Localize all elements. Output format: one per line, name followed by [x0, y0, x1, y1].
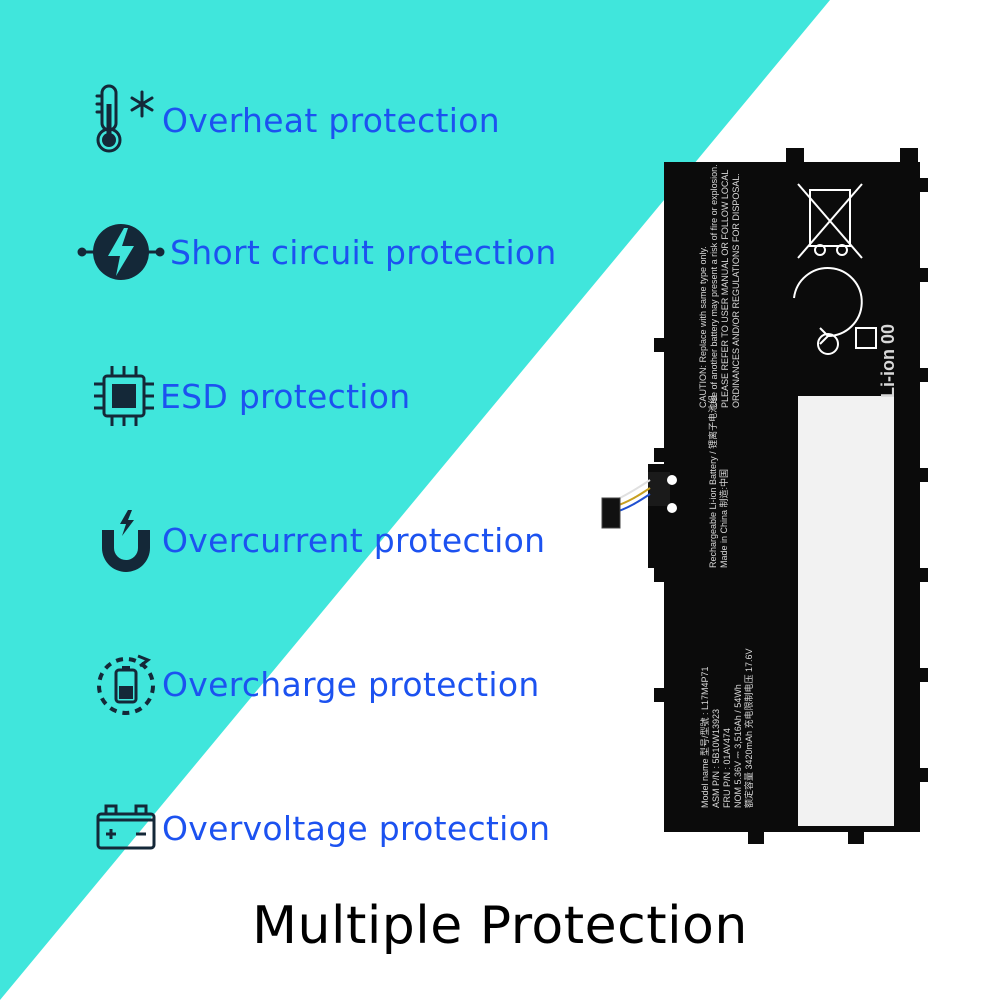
battery-caution-line: CAUTION: Replace with same type only. [698, 246, 708, 408]
feature-overheat: Overheat protection [94, 80, 500, 160]
battery-caution-line: ORDINANCES AND/OR REGULATIONS FOR DISPOS… [731, 173, 741, 408]
feature-label: Short circuit protection [170, 232, 557, 272]
feature-esd: ESD protection [92, 356, 410, 436]
battery-rechargeable-line: Rechargeable Li-ion Battery / 锂离子电池组 [707, 395, 718, 568]
feature-label: Overcharge protection [162, 664, 540, 704]
battery-model-line: ASM P/N : 5B10W13923 [711, 709, 721, 808]
battery-model-line: FRU P/N : 01AV474 [722, 728, 732, 808]
feature-label: ESD protection [160, 376, 411, 416]
battery-chem-label: Li-ion 00 [878, 324, 898, 398]
battery-made-in-line: Made in China 制造:中国 [718, 469, 729, 568]
battery-product-image: CAUTION: Replace with same type only. Us… [601, 148, 928, 844]
chip-icon [94, 366, 154, 426]
feature-label: Overheat protection [162, 100, 500, 140]
thermometer-snowflake-icon [95, 84, 154, 153]
charging-battery-icon [97, 654, 155, 715]
battery-model-line: 额定容量 3420mAh 充电限制电压 17.6V [743, 648, 754, 808]
feature-short-circuit: Short circuit protection [76, 212, 557, 292]
short-circuit-bolt-icon [77, 224, 165, 280]
feature-label: Overvoltage protection [162, 808, 551, 848]
battery-caution-line: Use of another battery may present a ris… [709, 164, 719, 408]
battery-model-line: Model name 型号/型號 : L17M4P71 [699, 666, 710, 808]
magnet-bolt-icon [102, 510, 150, 572]
feature-overvoltage: Overvoltage protection [94, 788, 550, 868]
battery-caution-line: PLEASE REFER TO USER MANUAL OR FOLLOW LO… [720, 170, 730, 408]
feature-overcurrent: Overcurrent protection [94, 500, 545, 580]
car-battery-icon [96, 804, 156, 850]
feature-label: Overcurrent protection [162, 520, 546, 560]
feature-overcharge: Overcharge protection [94, 644, 540, 724]
battery-model-line: NOM 5.36V ⎓ 3,516Ah / 54Wh [733, 684, 743, 808]
page-title: Multiple Protection [252, 896, 748, 956]
